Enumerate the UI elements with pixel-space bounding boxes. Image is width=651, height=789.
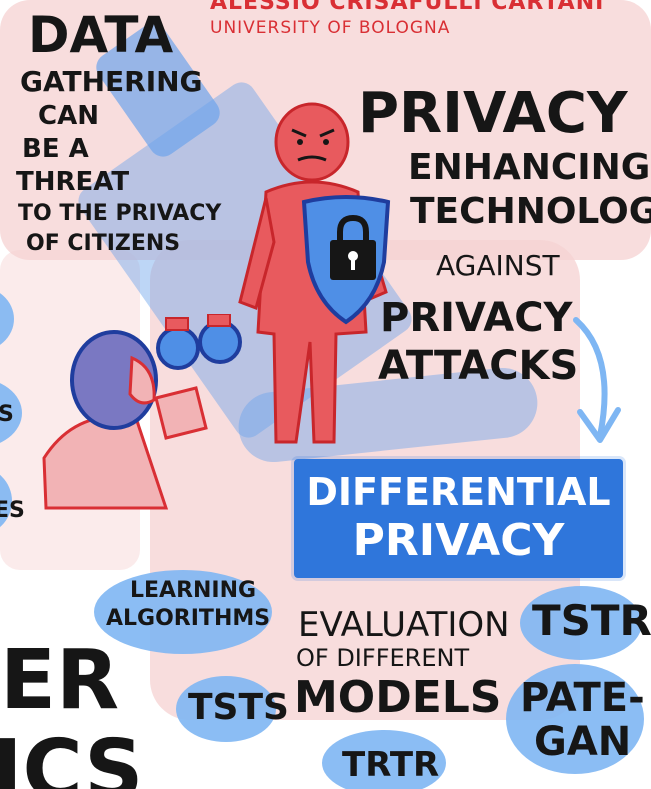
left-line-gathering: GATHERING — [20, 65, 203, 98]
privacy-title: PRIVACY — [358, 81, 628, 146]
tsts-label: TSTS — [188, 687, 289, 728]
enhancing-label: ENHANCING — [408, 147, 651, 188]
binoculars-icon — [156, 314, 242, 370]
bubble-tstr — [520, 586, 642, 660]
privacy-label: PRIVACY — [352, 515, 565, 566]
pate-label: PATE- — [520, 675, 645, 721]
author-affiliation: UNIVERSITY OF BOLOGNA — [210, 18, 451, 38]
left-line-be-a: BE A — [22, 134, 89, 164]
observer-figure — [42, 330, 208, 510]
technology-label: TECHNOLOGY — [410, 191, 651, 232]
differential-privacy-box: DIFFERENTIAL PRIVACY — [294, 459, 623, 578]
bubble-pate-gan — [506, 664, 644, 774]
bubble-learning-algorithms — [94, 570, 272, 654]
left-line-of-citizens: OF CITIZENS — [26, 231, 181, 256]
tstr-label: TSTR — [532, 596, 651, 645]
bubble-tsts — [176, 676, 276, 742]
of-different-label: OF DIFFERENT — [296, 644, 470, 672]
privacy-attacks-line1: PRIVACY — [380, 295, 573, 341]
differential-label: DIFFERENTIAL — [306, 470, 611, 514]
data-title: DATA — [28, 6, 174, 64]
gan-label: GAN — [534, 719, 632, 765]
privacy-attacks-line2: ATTACKS — [378, 343, 579, 389]
models-label: MODELS — [294, 672, 502, 723]
left-line-threat: THREAT — [16, 167, 130, 197]
left-edge-big-er: ER — [0, 633, 120, 728]
left-edge-fragment-s: S — [0, 402, 14, 427]
author-name: ALESSIO CRISAFULLI CARTANI — [210, 0, 605, 15]
arrow-down-icon — [573, 317, 621, 443]
learning-label: LEARNING — [130, 578, 257, 603]
against-label: AGAINST — [436, 249, 560, 282]
algorithms-label: ALGORITHMS — [106, 606, 271, 631]
left-edge-fragment-es: ES — [0, 498, 25, 523]
evaluation-label: EVALUATION — [298, 605, 510, 645]
left-line-can: CAN — [38, 101, 99, 131]
lock-icon — [330, 214, 376, 280]
left-line-to-the-privacy: TO THE PRIVACY — [18, 201, 222, 226]
bubble-trtr — [322, 730, 446, 789]
left-edge-big-ics: ICS — [0, 723, 144, 789]
trtr-label: TRTR — [342, 745, 440, 785]
